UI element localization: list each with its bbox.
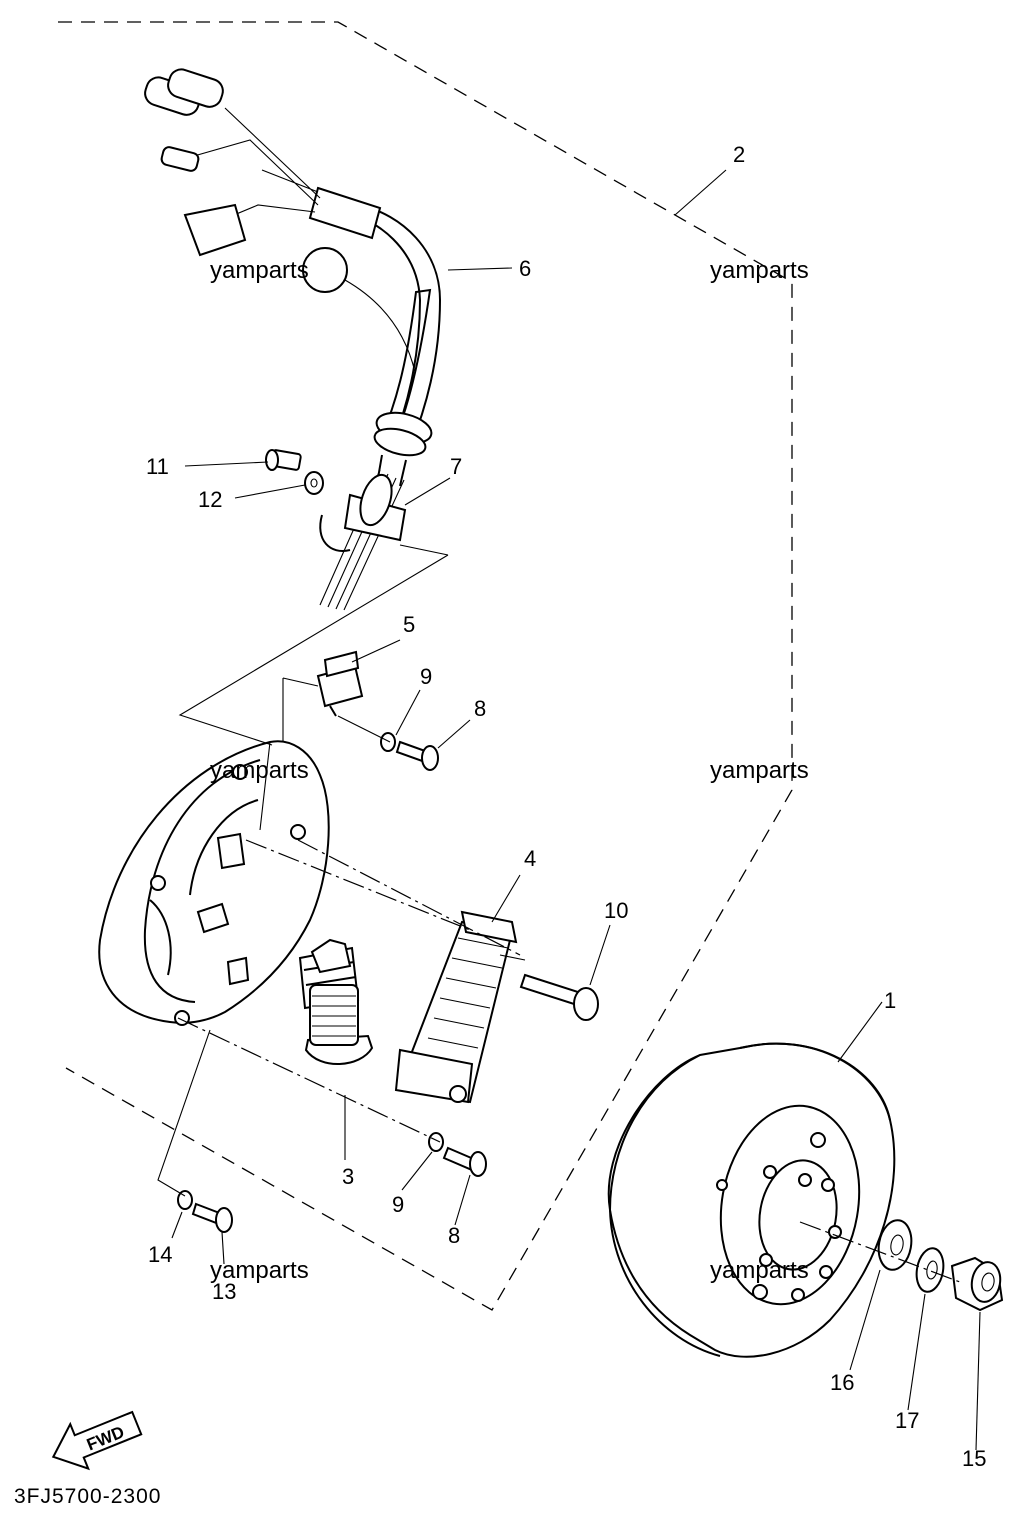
flywheel-rotor (607, 1042, 896, 1358)
lockwasher-17 (915, 1247, 945, 1293)
callout-1: 1 (884, 988, 896, 1013)
charging-coil (394, 910, 518, 1104)
watermark: yamparts (710, 757, 809, 784)
watermark: yamparts (210, 1257, 309, 1284)
screw-8a (395, 740, 439, 771)
callout-2: 2 (733, 142, 745, 167)
assembly-boundary (58, 21, 793, 1311)
screw-10 (519, 973, 599, 1021)
washer-16 (877, 1219, 913, 1271)
callout-7: 7 (450, 454, 462, 479)
callout-10: 10 (604, 898, 628, 923)
source-coil (298, 938, 374, 1065)
assembly-lines (157, 544, 961, 1283)
nut-15 (950, 1256, 1004, 1312)
callout-4: 4 (524, 846, 536, 871)
washer-12 (304, 471, 324, 495)
callout-5: 5 (403, 612, 415, 637)
callout-labels: 2 6 11 7 12 5 9 8 4 10 1 3 9 8 14 13 16 … (146, 142, 986, 1471)
callout-16: 16 (830, 1370, 854, 1395)
callout-8b: 8 (448, 1223, 460, 1248)
watermark: yamparts (710, 1257, 809, 1284)
screw-8b (442, 1146, 487, 1177)
watermark: yamparts (210, 757, 309, 784)
callout-3: 3 (342, 1164, 354, 1189)
watermark: yamparts (210, 257, 309, 284)
callout-11: 11 (146, 454, 169, 479)
callout-9a: 9 (420, 664, 432, 689)
callout-15: 15 (962, 1446, 986, 1471)
callout-13: 13 (212, 1279, 236, 1304)
fwd-arrow: FWD (51, 1410, 143, 1471)
washer-9b (428, 1132, 444, 1152)
leader-lines (171, 169, 981, 1451)
callout-8a: 8 (474, 696, 486, 721)
wire-harness (144, 68, 442, 611)
watermark: yamparts (710, 257, 809, 284)
clamp (319, 473, 407, 552)
watermarks: yamparts yamparts yamparts yamparts yamp… (210, 257, 809, 1284)
callout-6: 6 (519, 256, 531, 281)
stator-plate (98, 740, 330, 1026)
callout-9b: 9 (392, 1192, 404, 1217)
washer-14 (177, 1190, 193, 1210)
screw-11 (265, 449, 302, 471)
screw-13 (191, 1202, 233, 1233)
part-code: 3FJ5700-2300 (14, 1485, 161, 1508)
callout-17: 17 (895, 1408, 919, 1433)
callout-14: 14 (148, 1242, 172, 1267)
washer-9a (380, 732, 396, 752)
callout-12: 12 (198, 487, 222, 512)
pickup-coil (316, 650, 364, 717)
